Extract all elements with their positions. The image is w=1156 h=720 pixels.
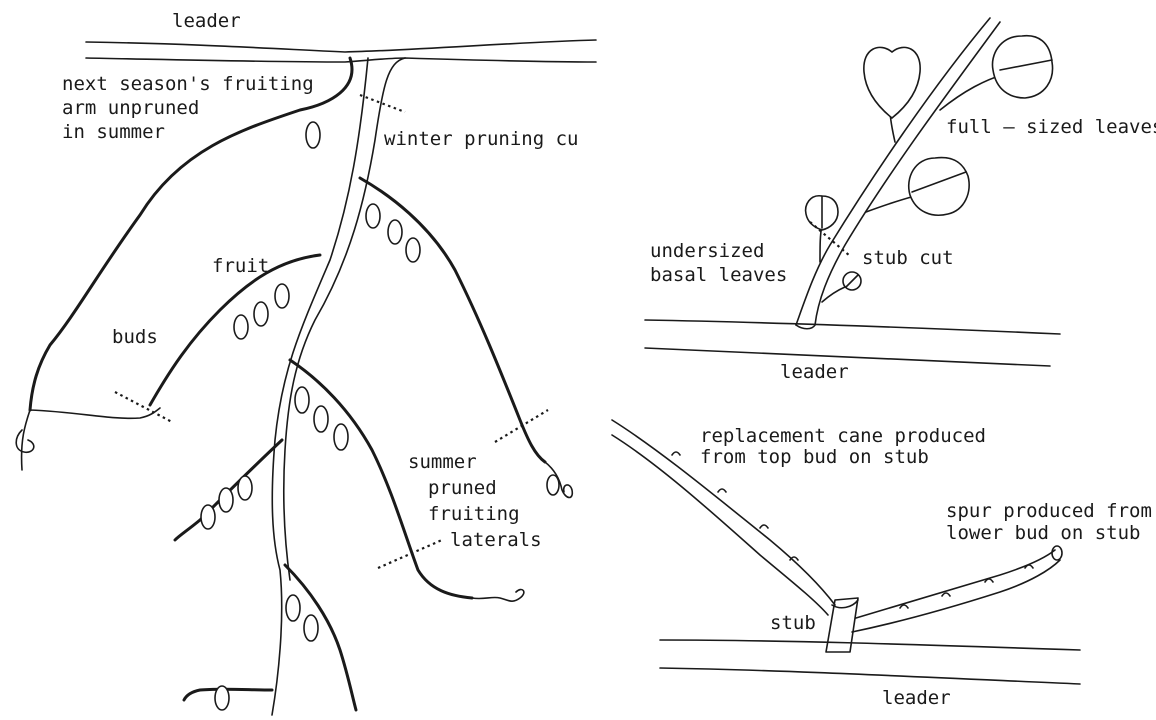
fruit-icon <box>295 387 309 413</box>
winter-pruning-cut-label: winter pruning cu <box>384 128 578 150</box>
replacement-cane-label-line1: replacement cane produced <box>700 425 986 447</box>
spur <box>856 550 1055 618</box>
stub-label: stub <box>770 612 816 634</box>
bottom-right-leader-branch <box>660 640 1080 650</box>
leaf-icon <box>992 36 1052 98</box>
top-right-leader-label: leader <box>780 361 849 383</box>
undersized-leaves-label-line1: undersized <box>650 240 764 262</box>
fruit-icon <box>406 238 420 262</box>
fruit-icon <box>388 220 402 244</box>
fruit-icon <box>238 476 252 500</box>
upper-lateral-cut-mark <box>495 410 548 442</box>
right-upper-lateral <box>360 178 545 462</box>
fruit-icon <box>306 122 320 148</box>
stub <box>826 598 858 652</box>
next-season-arm-label-line2: arm unpruned <box>62 97 199 119</box>
leaf-icon <box>909 158 969 216</box>
summer-pruned-label-line1: summer <box>408 451 477 473</box>
spur-label-line1: spur produced from <box>946 500 1152 522</box>
fruit-icon <box>366 204 380 228</box>
left-leader-label: leader <box>172 10 241 32</box>
fruit-icon <box>286 595 300 621</box>
summer-pruned-label-line3: fruiting <box>428 503 520 525</box>
full-sized-leaves-label: full – sized leaves <box>946 116 1156 138</box>
fruit-icon <box>254 302 268 326</box>
leaf-icon <box>864 47 920 118</box>
bottom-right-leader-label: leader <box>882 687 951 709</box>
fruit-icon <box>547 475 559 495</box>
summer-pruned-label-line2: pruned <box>428 477 497 499</box>
spur-label-line2: lower bud on stub <box>946 522 1140 544</box>
fruit-icon <box>201 505 215 529</box>
replacement-cane-label-line2: from top bud on stub <box>700 446 929 468</box>
fruit-icon <box>219 488 233 512</box>
buds-label: buds <box>112 326 158 348</box>
stub-cut-label: stub cut <box>862 247 954 269</box>
undersized-leaves-label-line2: basal leaves <box>650 264 787 286</box>
next-season-arm-label-line1: next season's fruiting <box>62 73 314 95</box>
left-leader-branch <box>86 40 596 52</box>
fruit-icon <box>334 424 348 450</box>
top-right-leader-branch <box>645 320 1060 334</box>
summer-pruned-label-line4: laterals <box>450 529 542 551</box>
fruit-icon <box>275 284 289 308</box>
fruit-label: fruit <box>212 255 269 277</box>
next-season-arm-label-line3: in summer <box>62 121 165 143</box>
main-cane <box>272 58 368 715</box>
bottom-right-lateral <box>285 565 356 710</box>
fruit-icon <box>304 615 318 641</box>
fruit-icon <box>215 686 229 710</box>
fruit-icon <box>234 315 248 339</box>
fruit-icon <box>314 406 328 432</box>
right-top-panel-illustration <box>645 18 1060 366</box>
